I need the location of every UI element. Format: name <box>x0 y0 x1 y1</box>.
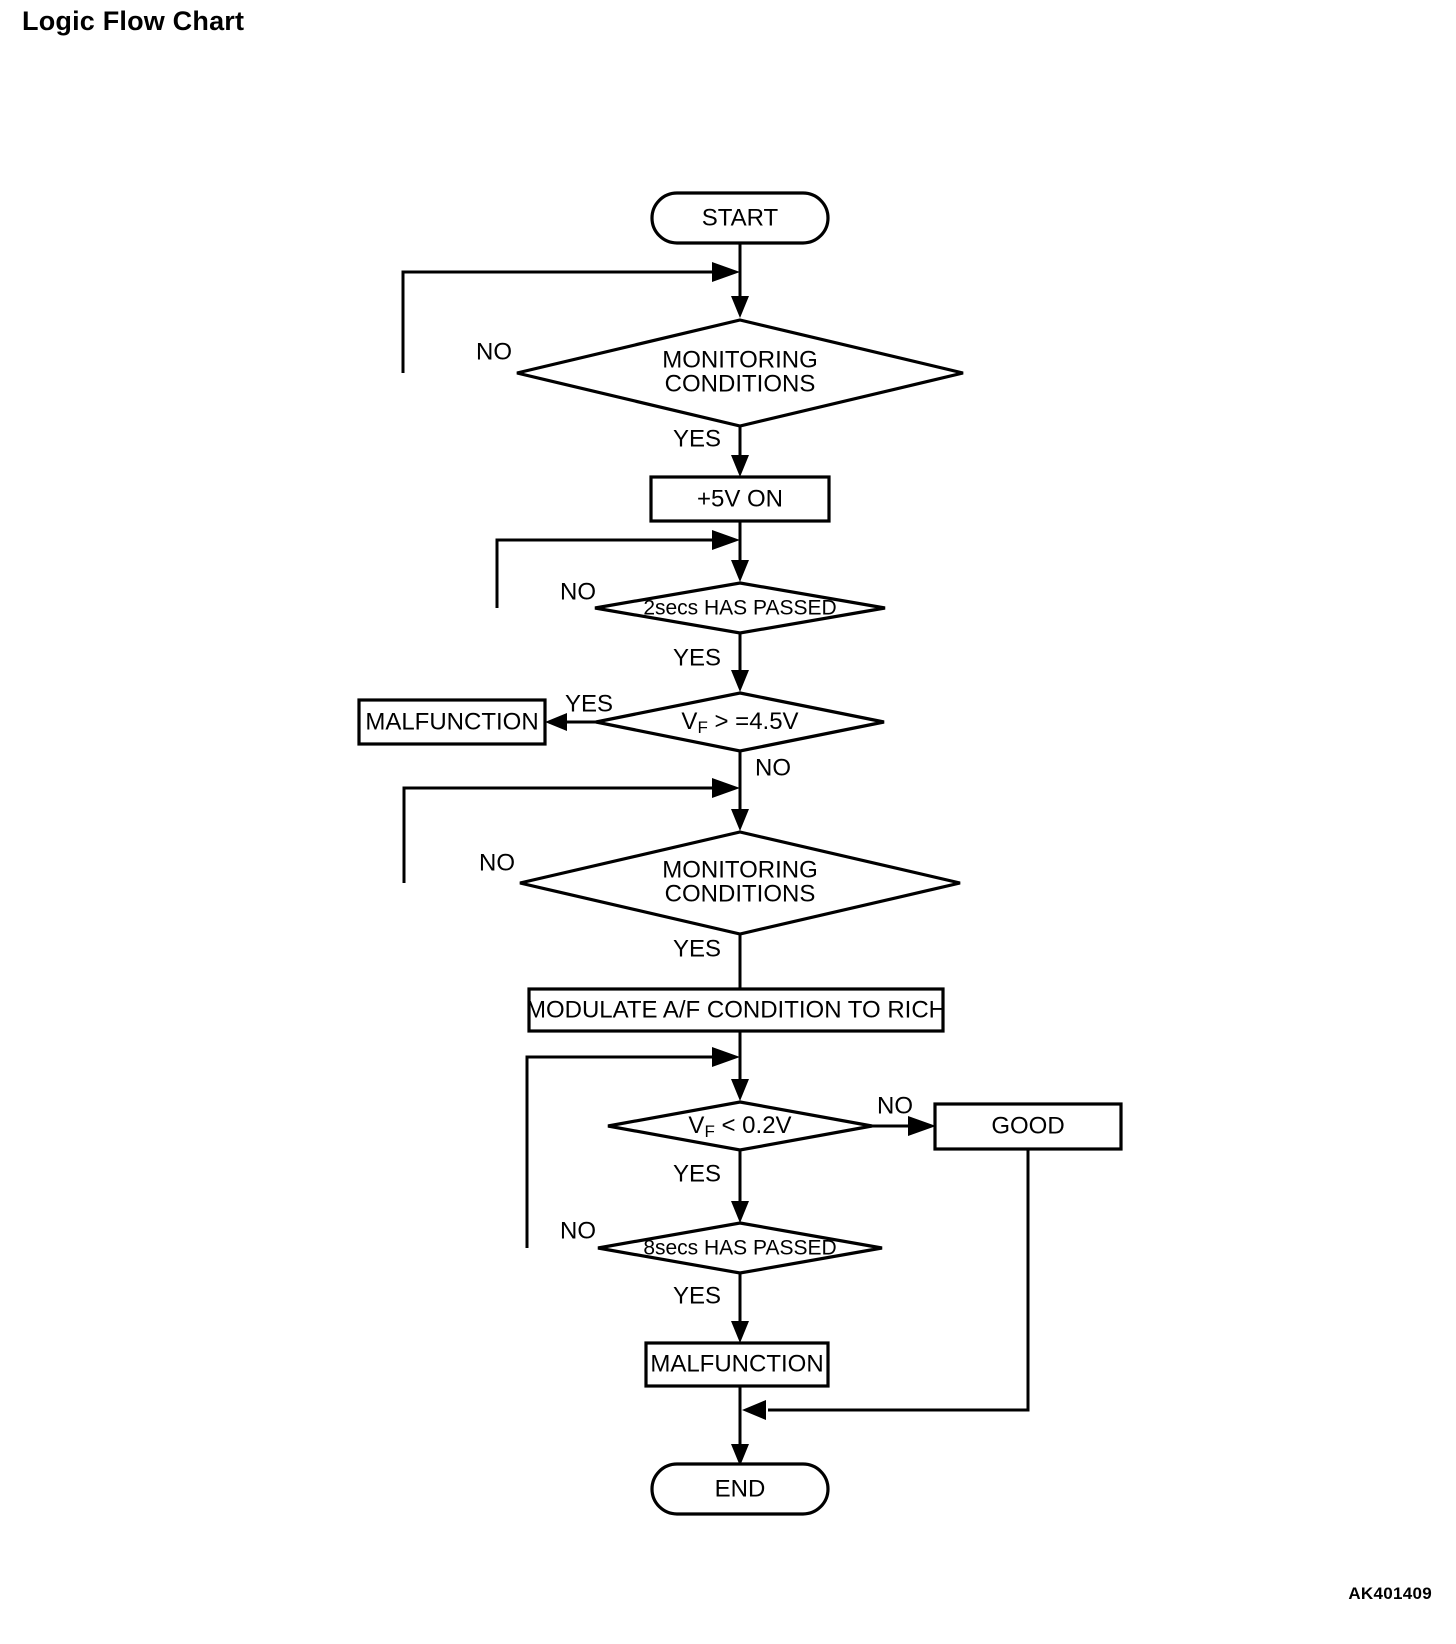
arrowhead-down <box>731 809 749 831</box>
arrowhead-right <box>712 262 740 282</box>
edge-5von-to-2secs <box>731 521 749 582</box>
branch-label-vf45-no: NO <box>755 754 791 781</box>
arrowhead-down <box>731 1321 749 1343</box>
node-2secs-label: 2secs HAS PASSED <box>643 597 836 620</box>
node-vf-lt-0-2v: VF < 0.2V <box>607 1100 873 1152</box>
edge-mon1-to-5von <box>731 426 749 477</box>
arrowhead-down <box>731 1201 749 1223</box>
branch-label-mon1-yes: YES <box>673 425 721 452</box>
node-monitoring-conditions-1: MONITORING CONDITIONS <box>516 318 964 428</box>
node-vf-ge-4-5v: VF > =4.5V <box>595 691 885 753</box>
arrowhead-down <box>731 1444 749 1466</box>
figure-code: AK401409 <box>1348 1584 1432 1603</box>
edge-start-to-mon1 <box>731 243 749 318</box>
branch-label-vf02-yes: YES <box>673 1160 721 1187</box>
branch-label-vf45-yes: YES <box>565 690 613 717</box>
branch-label-8secs-yes: YES <box>673 1282 721 1309</box>
arrowhead-right <box>712 1047 740 1067</box>
edge-2secs-to-vf45 <box>731 633 749 692</box>
edge-8secs-no-loop <box>525 1047 740 1248</box>
branch-label-mon2-yes: YES <box>673 935 721 962</box>
edge-vf45-yes-to-malfunction <box>545 713 596 731</box>
edge-vf02-to-8secs <box>731 1150 749 1223</box>
node-mon1-label-line2: CONDITIONS <box>665 370 816 397</box>
arrowhead-right <box>908 1116 936 1136</box>
node-modulate-label: MODULATE A/F CONDITION TO RICH <box>526 996 946 1023</box>
node-malfunction-upper: MALFUNCTION <box>357 698 547 746</box>
node-8secs-has-passed: 8secs HAS PASSED <box>597 1221 883 1275</box>
edge-mon2-no-loop <box>402 778 740 883</box>
arrowhead-left <box>545 713 567 731</box>
vf45-subscript: F <box>697 718 707 737</box>
node-5v-on-label: +5V ON <box>697 485 783 512</box>
node-malfunction-lower: MALFUNCTION <box>644 1341 830 1388</box>
node-vf45-label: VF > =4.5V <box>681 708 798 737</box>
node-mon1-label-line1: MONITORING <box>662 346 818 373</box>
branch-label-mon2-no: NO <box>479 849 515 876</box>
branch-label-8secs-no: NO <box>560 1217 596 1244</box>
edge-mon1-no-loop <box>401 262 740 373</box>
vf02-suffix: < 0.2V <box>715 1112 792 1139</box>
edge-modulate-to-vf02 <box>731 1031 749 1101</box>
node-5v-on: +5V ON <box>649 475 831 523</box>
edge-vf02-no-to-good <box>872 1116 936 1136</box>
node-vf02-label: VF < 0.2V <box>688 1112 791 1141</box>
vf02-subscript: F <box>704 1122 714 1141</box>
edge-8secs-to-malfunction <box>731 1273 749 1343</box>
node-malfunction-upper-label: MALFUNCTION <box>365 708 538 735</box>
page-title: Logic Flow Chart <box>22 6 245 36</box>
edge-vf45-no-to-mon2 <box>731 751 749 831</box>
vf45-suffix: > =4.5V <box>708 708 799 735</box>
node-start-label: START <box>702 204 779 231</box>
arrowhead-right <box>712 778 740 798</box>
edge-malfunction-to-end <box>731 1386 749 1466</box>
node-mon2-label-line2: CONDITIONS <box>665 880 816 907</box>
node-malfunction-lower-label: MALFUNCTION <box>650 1350 823 1377</box>
node-end-label: END <box>715 1475 766 1502</box>
arrowhead-down <box>731 670 749 692</box>
node-good-label: GOOD <box>991 1112 1064 1139</box>
arrowhead-left <box>742 1400 766 1420</box>
edge-good-to-end <box>742 1149 1030 1420</box>
arrowhead-down <box>731 1079 749 1101</box>
arrowhead-down <box>731 296 749 318</box>
node-end: END <box>650 1462 830 1516</box>
vf45-prefix: V <box>681 708 697 735</box>
branch-label-vf02-no: NO <box>877 1092 913 1119</box>
node-monitoring-conditions-2: MONITORING CONDITIONS <box>519 830 961 936</box>
vf02-prefix: V <box>688 1112 704 1139</box>
node-2secs-has-passed: 2secs HAS PASSED <box>594 581 886 635</box>
edge-2secs-no-loop <box>495 530 740 608</box>
node-modulate-af-condition: MODULATE A/F CONDITION TO RICH <box>526 987 946 1033</box>
node-start: START <box>650 191 830 245</box>
branch-label-2secs-no: NO <box>560 578 596 605</box>
node-8secs-label: 8secs HAS PASSED <box>643 1237 836 1260</box>
arrowhead-right <box>712 530 740 550</box>
node-mon2-label-line1: MONITORING <box>662 856 818 883</box>
node-good: GOOD <box>933 1102 1123 1151</box>
arrowhead-down <box>731 455 749 477</box>
branch-label-2secs-yes: YES <box>673 644 721 671</box>
arrowhead-down <box>731 560 749 582</box>
branch-label-mon1-no: NO <box>476 338 512 365</box>
